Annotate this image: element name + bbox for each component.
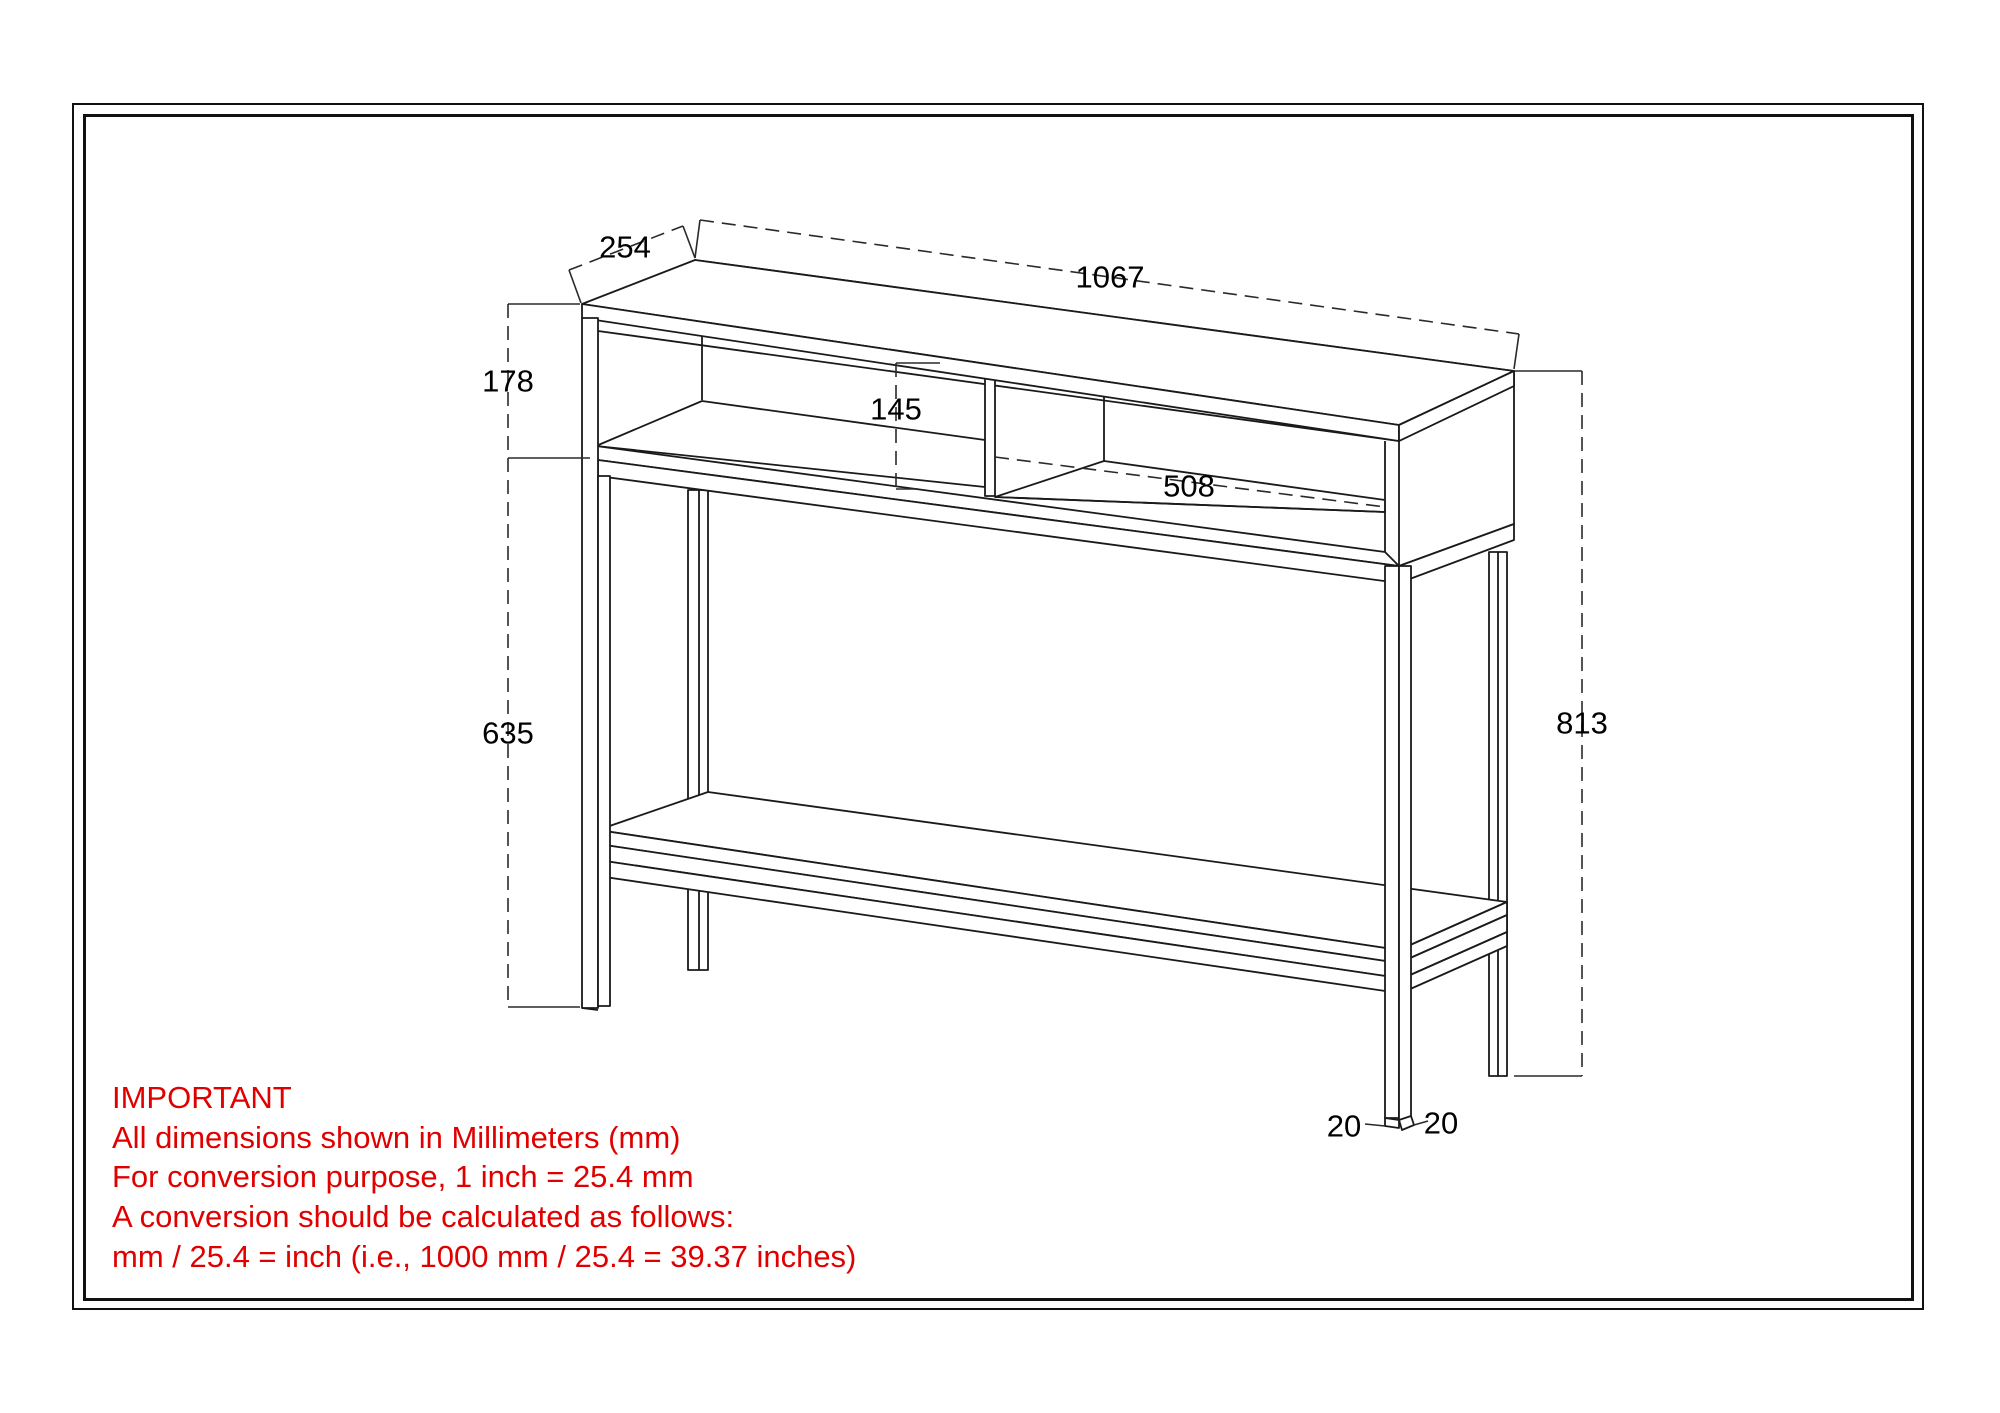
note-heading: IMPORTANT bbox=[112, 1080, 292, 1115]
note-line-conversion-intro: A conversion should be calculated as fol… bbox=[112, 1199, 735, 1235]
dim-depth-label: 254 bbox=[599, 229, 651, 265]
note-line-conversion-factor: For conversion purpose, 1 inch = 25.4 mm bbox=[112, 1159, 694, 1195]
dim-width-label: 1067 bbox=[1075, 259, 1145, 295]
dim-compartment-height-label: 145 bbox=[870, 391, 922, 427]
dim-leg-thickness-left-label: 20 bbox=[1326, 1108, 1362, 1144]
back-left-leg bbox=[687, 489, 709, 971]
front-left-leg bbox=[581, 317, 611, 1011]
border-frame-inner bbox=[83, 114, 1914, 1301]
note-line-conversion-example: mm / 25.4 = inch (i.e., 1000 mm / 25.4 =… bbox=[112, 1238, 857, 1274]
dim-compartment-width-label: 508 bbox=[1163, 468, 1215, 504]
dimension-lines bbox=[507, 219, 1583, 1127]
front-right-leg bbox=[1384, 565, 1415, 1131]
dim-upper-height-label: 178 bbox=[482, 363, 534, 399]
dim-leg-height-label: 635 bbox=[482, 715, 534, 751]
lower-shelf bbox=[597, 791, 1508, 995]
dim-total-height-label: 813 bbox=[1556, 705, 1608, 741]
important-note: IMPORTANT All dimensions shown in Millim… bbox=[112, 1078, 856, 1277]
dim-leg-thickness-right-label: 20 bbox=[1423, 1105, 1459, 1141]
back-right-leg bbox=[1488, 551, 1508, 1077]
border-frame-outer bbox=[72, 103, 1924, 1310]
note-line-units: All dimensions shown in Millimeters (mm) bbox=[112, 1119, 681, 1155]
table-top bbox=[581, 259, 1515, 442]
